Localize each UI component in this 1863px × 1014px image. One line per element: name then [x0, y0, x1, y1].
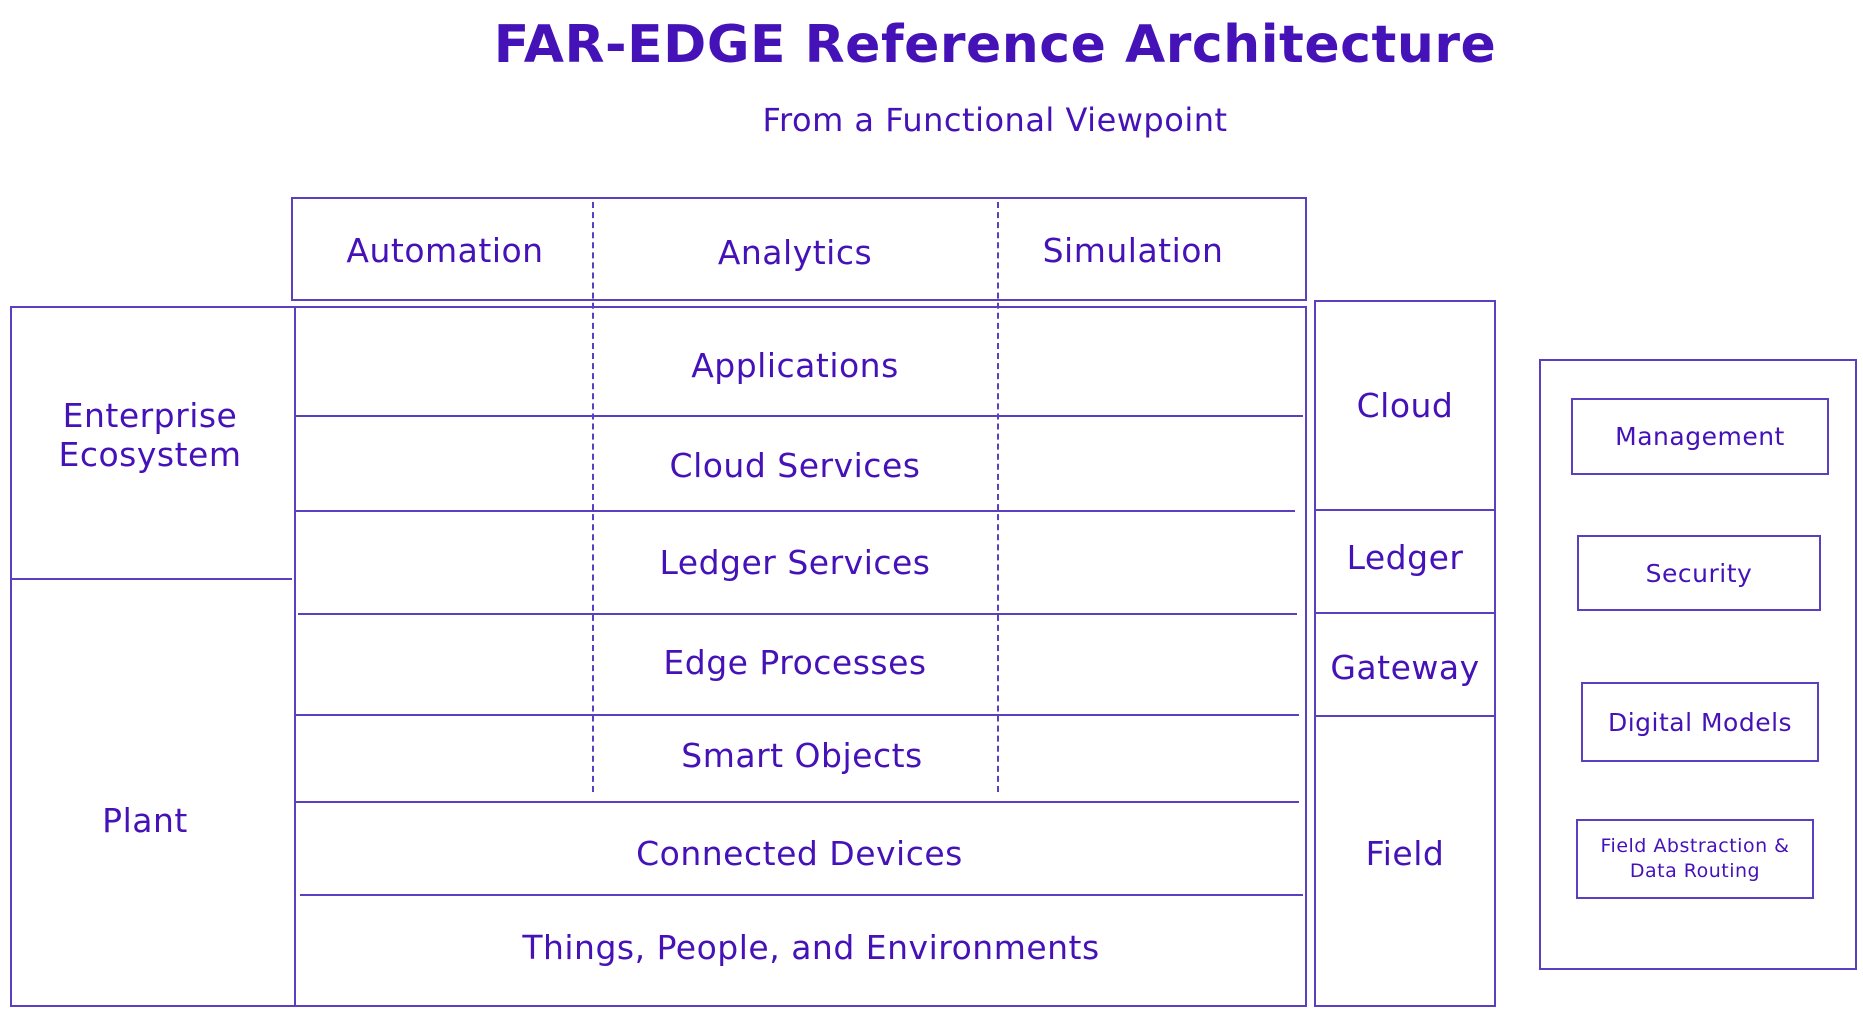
- domain-simulation: Simulation: [1042, 230, 1224, 270]
- layer-ledger-services: Ledger Services: [659, 542, 931, 582]
- tier-field: Field: [1365, 833, 1445, 873]
- tier-divider: [1316, 715, 1494, 717]
- layer-divider: [296, 801, 1299, 803]
- layer-things-people-environments: Things, People, and Environments: [522, 927, 1100, 967]
- column-separator-1: [592, 202, 594, 792]
- tier-divider: [1316, 612, 1494, 614]
- cross-cutting-digital-models: Digital Models: [1581, 682, 1819, 762]
- layer-divider: [300, 894, 1303, 896]
- scope-divider: [12, 578, 292, 580]
- tier-column: [1314, 300, 1496, 1007]
- layer-applications: Applications: [691, 345, 899, 385]
- diagram-title: FAR-EDGE Reference Architecture: [493, 15, 1497, 75]
- layer-cloud-services: Cloud Services: [669, 445, 921, 485]
- column-separator-2: [997, 202, 999, 792]
- tier-gateway: Gateway: [1330, 647, 1480, 687]
- scope-plant: Plant: [102, 800, 188, 840]
- domain-analytics: Analytics: [717, 232, 873, 272]
- layer-divider: [298, 613, 1297, 615]
- layer-edge-processes: Edge Processes: [663, 642, 927, 682]
- cross-cutting-security: Security: [1577, 535, 1821, 611]
- scope-enterprise-ecosystem: Enterprise Ecosystem: [58, 396, 242, 474]
- layer-connected-devices: Connected Devices: [636, 833, 963, 873]
- diagram-subtitle: From a Functional Viewpoint: [762, 101, 1228, 139]
- tier-ledger: Ledger: [1346, 537, 1464, 577]
- layer-divider: [296, 714, 1299, 716]
- tier-cloud: Cloud: [1356, 385, 1454, 425]
- layer-divider: [296, 510, 1295, 512]
- cross-cutting-management: Management: [1571, 398, 1829, 475]
- layers-stack: [294, 306, 1307, 1007]
- domain-automation: Automation: [346, 230, 544, 270]
- cross-cutting-panel: [1539, 359, 1857, 970]
- tier-divider: [1316, 509, 1494, 511]
- cross-cutting-field-abstraction-data-routing: Field Abstraction & Data Routing: [1576, 819, 1814, 899]
- layer-divider: [296, 415, 1303, 417]
- layer-smart-objects: Smart Objects: [681, 735, 923, 775]
- functional-domains-header: [291, 197, 1307, 301]
